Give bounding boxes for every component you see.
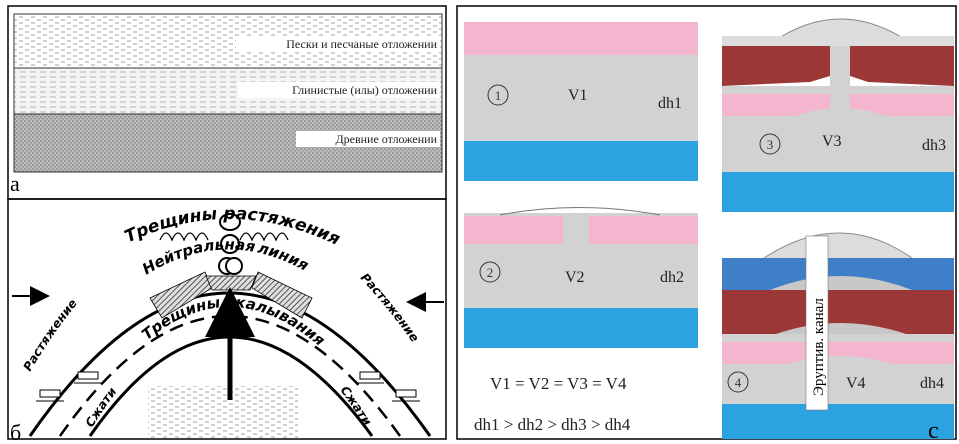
stage-4-channel: [805, 235, 829, 411]
stage-3-middle: [722, 116, 954, 172]
stage-3-number: 3: [767, 137, 774, 152]
stage-3-grey-gap: [722, 86, 954, 94]
crest-bubble-1: [219, 213, 241, 231]
wells-left: [36, 371, 102, 402]
stage-4-bottom-layer: [722, 404, 954, 439]
stage-4-red-layer: [722, 290, 954, 334]
stage-3-red-left: [722, 46, 830, 86]
stage-2-upper-grey: [464, 213, 698, 217]
volume-equation: V1 = V2 = V3 = V4: [490, 374, 627, 393]
stage-1-bottom-layer: [464, 141, 698, 181]
stage-4-dh: dh4: [920, 375, 944, 392]
panel-b-frame: [7, 198, 447, 440]
stage-2-number-circle: [479, 261, 501, 283]
label-stretch-left: Растяжение: [21, 296, 80, 373]
shear-zone-right: [251, 271, 313, 319]
stage-3-dh: dh3: [922, 137, 946, 154]
stage-3-pink-right: [850, 94, 954, 116]
stage-2-volume: V2: [565, 269, 585, 286]
layer-label-clay: Глинистые (илы) отложении: [292, 83, 437, 97]
stage-4-middle: [722, 364, 954, 404]
stage-2-dome: [499, 207, 661, 216]
label-bg-old: [296, 131, 440, 147]
stage-1-dh: dh1: [658, 95, 682, 112]
stage-2-top-left: [464, 216, 563, 244]
panel-c: 1 V1 dh1 2 V2 dh2: [456, 5, 957, 444]
stage-4-steelblue-bulge: [770, 276, 912, 290]
crest-bubble-4: [225, 257, 243, 275]
stage-2-bottom-layer: [464, 308, 698, 348]
stage-1-number-circle: [487, 84, 509, 106]
panel-b-letter: б: [10, 420, 21, 444]
stage-1-volume: V1: [568, 87, 588, 104]
shear-zone-center: [205, 275, 257, 291]
stage-4-pink-layer: [722, 342, 954, 364]
tension-loops: [159, 232, 289, 242]
stage-2-middle: [464, 244, 698, 308]
stage-4-steelblue-layer: [722, 258, 954, 290]
stage-3-channel: [830, 46, 850, 110]
dh-inequality: dh1 > dh2 > dh3 > dh4: [474, 415, 631, 434]
wells-right: [356, 371, 420, 402]
crest-bubble-2: [220, 234, 240, 254]
label-bg-sand: [236, 36, 440, 52]
panel-c-letter: с: [928, 418, 939, 444]
panel-a-letter: а: [10, 171, 20, 196]
eruptive-channel-label: Эруптив. канал: [811, 298, 827, 396]
stage-3-number-circle: [759, 133, 781, 155]
stage-2-number: 2: [487, 265, 494, 280]
label-bg-clay: [238, 82, 440, 98]
label-line: линия: [256, 239, 312, 275]
panel-a: Пески и песчаные отложении Глинистые (ил…: [7, 5, 447, 200]
stage-3-red-right: [850, 46, 954, 86]
stage-3-top-grey: [722, 36, 954, 46]
stage-3: 3 V3 dh3: [722, 18, 954, 212]
stage-1-middle: [464, 55, 698, 141]
panel-c-frame: [456, 5, 957, 440]
stage-1-number: 1: [495, 88, 502, 103]
stage-1: 1 V1 dh1: [464, 22, 698, 181]
stage-2-dh: dh2: [660, 269, 684, 286]
stage-2-top-right: [589, 216, 698, 244]
label-stretch-right: Растяжение: [358, 270, 422, 344]
stage-4-number-circle: [727, 371, 749, 393]
neutral-arc: [58, 314, 402, 437]
basement-layer: [148, 386, 298, 438]
stage-3-bottom-layer: [722, 172, 954, 212]
stage-3-volume: V3: [822, 133, 842, 150]
stage-1-top-layer: [464, 22, 698, 55]
stage-4-dome: [763, 232, 913, 259]
stage-4: Эруптив. канал 4 V4 dh4: [722, 232, 954, 439]
stage-2-channel: [563, 216, 589, 244]
layer-label-sand: Пески и песчаные отложении: [286, 37, 437, 51]
stage-4-grey-gap: [722, 334, 954, 342]
stage-2: 2 V2 dh2: [464, 207, 698, 348]
stage-4-volume: V4: [846, 375, 866, 392]
stage-3-bulge: [790, 108, 892, 118]
stage-4-number: 4: [735, 375, 742, 390]
layer-label-old: Древние отложении: [335, 132, 437, 146]
stage-3-pink-left: [722, 94, 830, 116]
